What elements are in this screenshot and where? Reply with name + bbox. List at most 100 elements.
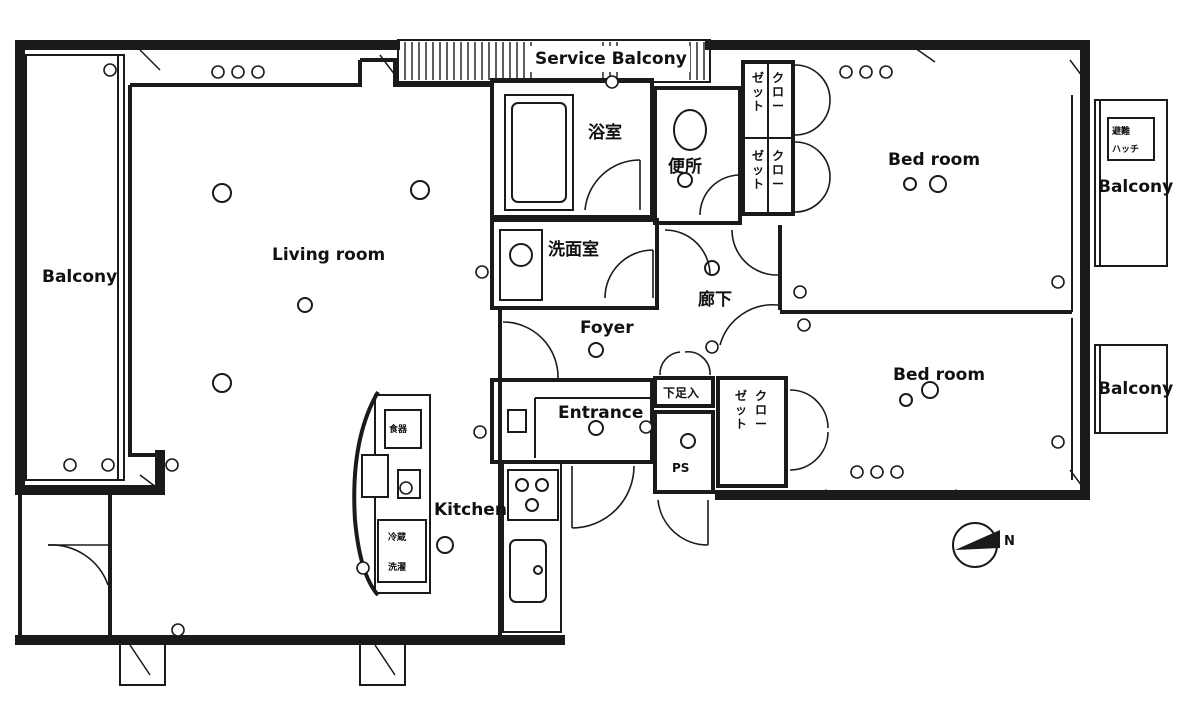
outlet-icon [165, 458, 179, 472]
svg-text:ッ: ッ [752, 85, 764, 99]
svg-text:ー: ー [772, 177, 784, 191]
closet-3-label: クロー ゼット [735, 388, 767, 431]
bedroom-1: Bed room [778, 65, 1073, 314]
svg-text:ロ: ロ [772, 85, 784, 99]
door-swing [502, 321, 559, 379]
outlet-icon [879, 65, 893, 79]
outlet-icon [473, 425, 487, 439]
living-room-label: Living room [272, 245, 385, 265]
wall-light-icon [297, 297, 313, 313]
light-icon [677, 172, 693, 188]
door-swing [584, 159, 641, 211]
svg-text:ー: ー [772, 99, 784, 113]
outlet-icon [793, 285, 807, 299]
living-room: Living room [47, 63, 489, 637]
door-swing [794, 99, 831, 136]
kitchen-label: Kitchen [434, 500, 507, 520]
washroom-label: 洗面室 [548, 239, 599, 260]
door-swing [719, 303, 779, 346]
outlet-icon [705, 340, 719, 354]
ceiling-light-icon [212, 373, 232, 393]
outlet-icon [1051, 435, 1065, 449]
outlet-icon [639, 420, 653, 434]
svg-text:ッ: ッ [735, 403, 747, 417]
bedroom-1-label: Bed room [888, 150, 980, 170]
light-icon [704, 260, 720, 276]
corridor-label: 廊下 [698, 289, 732, 310]
outlet-icon [850, 465, 864, 479]
balcony-east-1: 避難 ハッチ Balcony [1094, 99, 1173, 267]
balcony-east-2-label: Balcony [1098, 379, 1173, 399]
bedroom-2-label: Bed room [893, 365, 985, 385]
svg-text:ッ: ッ [752, 163, 764, 177]
balcony-west-label: Balcony [42, 267, 117, 287]
outlet-icon [399, 481, 413, 495]
bedroom-2: Bed room [850, 318, 1073, 480]
entrance: Entrance [473, 378, 654, 529]
outlet-icon [1051, 275, 1065, 289]
svg-text:ゼ: ゼ [752, 148, 764, 163]
door-swing [684, 351, 711, 376]
outlet-icon [839, 65, 853, 79]
front-door-swing [571, 465, 635, 529]
stove-icon [507, 469, 559, 521]
outlet-icon [251, 65, 265, 79]
svg-text:食器: 食器 [388, 423, 408, 435]
door-swing [794, 141, 831, 178]
balcony-west: Balcony [25, 54, 125, 481]
compass: N [952, 522, 1015, 568]
bathroom-label: 浴室 [588, 122, 622, 143]
foyer-label: Foyer [580, 318, 634, 338]
wall-hatches [119, 47, 1086, 686]
svg-text:ハッチ: ハッチ [1112, 144, 1139, 155]
outlet-icon [605, 75, 619, 89]
outlet-icon [356, 561, 370, 575]
toilet-room: 便所 [653, 86, 742, 225]
svg-text:ク: ク [772, 71, 784, 85]
kitchen: 食器 冷蔵 洗濯 Kitchen [352, 390, 562, 640]
shoe-storage: 下足入 [653, 351, 715, 408]
svg-text:冷蔵: 冷蔵 [388, 531, 406, 543]
entrance-label: Entrance [558, 403, 643, 423]
svg-text:ロ: ロ [755, 403, 767, 417]
svg-text:ク: ク [772, 149, 784, 163]
kitchen-cabinet [502, 461, 562, 633]
door-swing [731, 229, 779, 276]
door-swing [789, 389, 829, 429]
door-swing [659, 351, 681, 376]
sink-icon [509, 539, 547, 603]
outlet-icon [890, 465, 904, 479]
door-swing [699, 174, 741, 216]
outer-walls [15, 40, 1090, 645]
svg-text:ト: ト [735, 417, 747, 431]
compass-label: N [1004, 534, 1015, 549]
door-swing [664, 229, 711, 276]
svg-text:避難: 避難 [1112, 125, 1130, 137]
ps-label: PS [672, 461, 689, 475]
outlet-icon [797, 318, 811, 332]
svg-text:ト: ト [752, 177, 764, 191]
outlet-icon [101, 458, 115, 472]
door-swing [47, 544, 109, 586]
door-swing [604, 249, 654, 299]
light-icon [588, 420, 604, 436]
light-icon [921, 381, 939, 399]
closets-top: クロー ゼット クロー ゼット [741, 60, 831, 216]
wall-light-icon [903, 177, 917, 191]
pipe-space: PS [653, 410, 715, 546]
svg-text:ロ: ロ [772, 163, 784, 177]
door-swing [794, 64, 831, 101]
balcony-east-2: Balcony [1094, 344, 1173, 434]
svg-text:ゼ: ゼ [735, 388, 747, 403]
door-swing [794, 176, 831, 213]
svg-text:ゼ: ゼ [752, 70, 764, 85]
outlet-icon [211, 65, 225, 79]
service-balcony: Service Balcony [397, 39, 711, 83]
outlet-icon [103, 63, 117, 77]
door-swing [657, 499, 709, 546]
closet-2-label: クロー ゼット [752, 148, 784, 191]
outlet-icon [475, 265, 489, 279]
bathroom-block: 浴室 [490, 75, 654, 219]
balcony-east-1-label: Balcony [1098, 177, 1173, 197]
